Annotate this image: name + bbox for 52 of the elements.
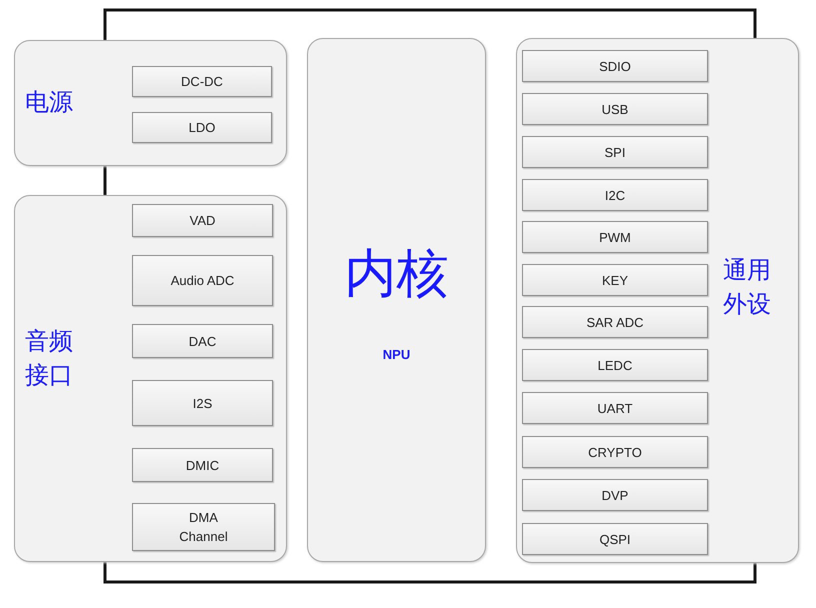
module-box (132, 380, 273, 426)
module-box (522, 392, 708, 424)
module-label: VAD (188, 212, 216, 230)
module-label: LEDC (596, 356, 634, 374)
module-box (132, 324, 273, 358)
connector-line (104, 166, 106, 195)
module-label: UART (596, 400, 634, 418)
module-box (132, 112, 272, 143)
group-title: 电源 (25, 87, 74, 118)
group-panel (14, 40, 287, 166)
core-panel (307, 38, 486, 562)
connector-line (104, 8, 756, 40)
module-label: DMA Channel (178, 509, 229, 546)
module-box (522, 479, 708, 511)
group-panel (14, 195, 287, 562)
module-box (132, 255, 273, 306)
module-label: Audio ADC (170, 272, 236, 290)
module-label: DMIC (184, 456, 220, 474)
group-panel (516, 38, 799, 563)
module-label: I2C (604, 186, 626, 204)
module-box (522, 93, 708, 125)
module-box (132, 448, 273, 482)
module-label: SDIO (598, 58, 632, 76)
module-box (522, 349, 708, 381)
core-subtitle: NPU (382, 347, 412, 362)
module-box (132, 503, 275, 551)
connector-line (104, 562, 756, 584)
group-title: 音频接口 (25, 326, 74, 391)
module-box (522, 523, 708, 555)
group-title: 通用外设 (723, 255, 772, 320)
module-box (132, 66, 272, 97)
module-label: DC-DC (180, 73, 224, 91)
module-label: DVP (600, 486, 630, 504)
module-label: QSPI (598, 530, 632, 548)
module-label: PWM (598, 228, 632, 246)
module-label: USB (600, 100, 630, 118)
module-box (522, 136, 708, 168)
core-title: 内核 (344, 243, 450, 306)
module-label: CRYPTO (587, 444, 643, 462)
module-box (522, 221, 708, 253)
module-label: SPI (604, 144, 626, 162)
module-box (522, 306, 708, 338)
module-box (522, 179, 708, 211)
module-box (522, 264, 708, 296)
module-label: KEY (600, 272, 629, 290)
module-label: DAC (188, 332, 218, 350)
module-box (132, 204, 273, 237)
module-label: SAR ADC (585, 314, 645, 332)
module-box (522, 436, 708, 468)
module-label: LDO (188, 119, 216, 137)
module-box (522, 50, 708, 82)
module-label: I2S (192, 394, 214, 412)
